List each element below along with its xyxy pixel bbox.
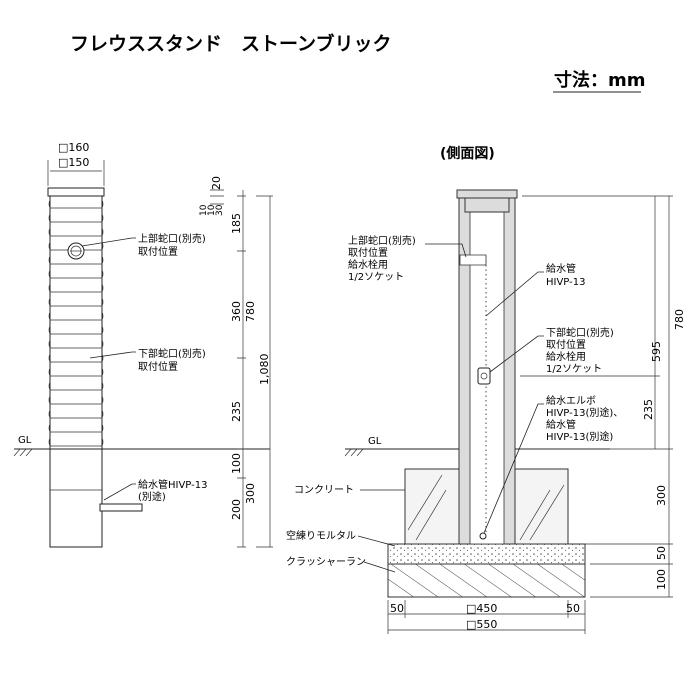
front-brick-lines — [48, 199, 104, 447]
front-pipe-label-2: (別途) — [138, 490, 166, 503]
bottom-dim-50-right: 50 — [566, 602, 580, 615]
page-title: フレウススタンド ストーンブリック — [70, 32, 391, 55]
side-lower-tap-label-1: 下部蛇口(別売) — [546, 326, 614, 339]
mortar-layer — [387, 543, 586, 565]
bottom-dim-450: □450 — [466, 602, 497, 615]
front-upper-tap-label-1: 上部蛇口(別売) — [138, 232, 206, 245]
front-lower-tap-label-1: 下部蛇口(別売) — [138, 347, 206, 360]
front-dim-100: 100 — [230, 453, 243, 474]
side-dim-300: 300 — [655, 485, 668, 506]
side-view: (側面図) GL 上部蛇口(別売) 取付位置 給水栓用 1/2ソケット 給水管 — [286, 145, 686, 634]
front-dim-780: 780 — [244, 301, 257, 322]
front-dim-20: 20 — [210, 176, 223, 190]
side-gl-label: GL — [368, 436, 382, 447]
front-width-outer: □160 — [58, 141, 89, 154]
bottom-dim-550: □550 — [466, 618, 497, 631]
side-lower-tap-label-2: 取付位置 — [546, 338, 586, 351]
side-elbow-label-1: 給水エルボ — [546, 394, 596, 407]
front-cap — [47, 187, 105, 197]
side-upper-tap-label-3: 給水栓用 — [348, 258, 388, 271]
side-dim-780: 780 — [673, 309, 686, 330]
side-upper-tap-label-4: 1/2ソケット — [348, 271, 404, 283]
front-gl-label: GL — [18, 435, 32, 446]
side-upper-tap-label-2: 取付位置 — [348, 246, 388, 259]
side-elbow-label-3: 給水管 — [546, 418, 576, 431]
front-lower-tap-label-2: 取付位置 — [138, 360, 178, 373]
side-pipe-label-1: 給水管 — [546, 262, 576, 275]
side-upper-tap-label-1: 上部蛇口(別売) — [348, 234, 416, 247]
unit-label: 寸法：mm — [554, 69, 646, 91]
front-dim-10a: 10 — [199, 204, 209, 216]
side-dim-50: 50 — [655, 546, 668, 560]
side-dim-235: 235 — [642, 399, 655, 420]
side-elbow-label-2: HIVP-13(別途)、 — [546, 406, 623, 419]
crusher-run-layer — [387, 563, 586, 598]
concrete-label: コンクリート — [294, 484, 354, 496]
side-lower-tap-label-3: 給水栓用 — [546, 350, 586, 363]
front-width-inner: □150 — [58, 156, 89, 169]
side-dim-100: 100 — [655, 569, 668, 590]
front-pipe-label-1: 給水管HIVP-13 — [138, 478, 207, 491]
side-upper-socket — [459, 254, 487, 266]
front-view: □160 □150 上部蛇口(別売) 取付位置 下部蛇口(別売) 取付位置 給水… — [13, 141, 273, 548]
crusher-run-label: クラッシャーラン — [286, 556, 366, 568]
side-view-title: (側面図) — [440, 145, 495, 162]
front-dim-200: 200 — [230, 499, 243, 520]
side-pipe-label-2: HIVP-13 — [546, 277, 585, 288]
side-elbow-label-4: HIVP-13(別途) — [546, 430, 613, 443]
front-dim-10b: 10 — [207, 204, 217, 216]
side-lower-tap — [477, 367, 491, 385]
front-dim-1080: 1,080 — [258, 354, 271, 386]
front-dim-360: 360 — [230, 301, 243, 322]
front-dim-30: 30 — [215, 204, 225, 216]
side-elbow — [479, 532, 487, 540]
side-dim-595: 595 — [650, 341, 663, 362]
front-pipe — [99, 503, 143, 512]
front-dim-300: 300 — [244, 483, 257, 504]
front-dim-185: 185 — [230, 213, 243, 234]
mortar-label: 空練りモルタル — [286, 529, 356, 542]
front-dim-235: 235 — [230, 401, 243, 422]
front-upper-tap-label-2: 取付位置 — [138, 245, 178, 258]
side-lower-tap-label-4: 1/2ソケット — [546, 363, 602, 375]
side-cap — [456, 189, 518, 199]
bottom-dim-50-left: 50 — [390, 602, 404, 615]
